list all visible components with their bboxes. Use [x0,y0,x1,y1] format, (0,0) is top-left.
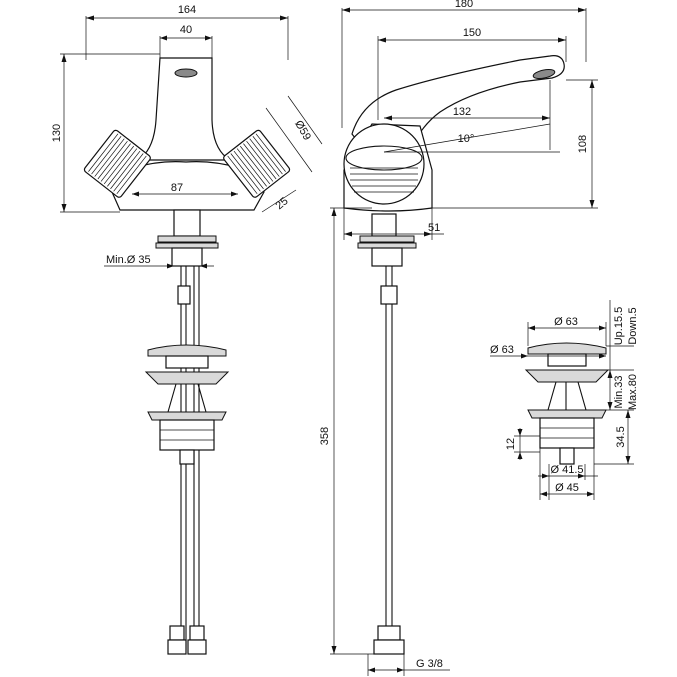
side-shank [371,213,397,237]
left-handle [83,129,151,198]
dim-51: 51 [428,222,440,234]
nut [171,247,203,267]
dim-down: Down.5 [627,307,639,344]
dim-41-5: Ø 41.5 [550,464,583,476]
dim-45: Ø 45 [555,482,579,494]
dim-132: 132 [453,106,471,118]
dim-min35: Min.Ø 35 [106,254,151,266]
dim-min33: Min.33 [613,375,625,408]
dim-g38: G 3/8 [416,658,443,670]
dim-87: 87 [171,182,183,194]
dim-164: 164 [178,4,196,16]
dim-up: Up.15.5 [613,307,625,346]
dim-108: 108 [577,135,589,153]
side-dimensions: 180 150 132 10° 108 51 358 [319,0,598,676]
dim-max80: Max.80 [627,374,639,410]
side-connector [377,625,401,641]
waste-dimensions: Ø 63 Ø 63 Up.15.5 Down.5 Min.33 Max.80 3… [490,300,639,500]
shank [173,209,201,237]
aerator-side [532,68,556,80]
dim-12: 12 [505,438,517,450]
connector-left [169,625,185,641]
dim-59: Ø59 [292,118,313,142]
detail-body [539,417,595,449]
detail-flange [524,369,610,383]
hose-fitting [177,285,191,305]
side-view [343,55,565,655]
dim-130: 130 [51,124,63,142]
dim-cap-63: Ø 63 [554,316,578,328]
handle-disk [343,123,425,205]
waste-detail [524,342,610,465]
washer [157,235,217,243]
dim-358: 358 [319,427,331,445]
waste-flange [144,371,230,385]
detail-cap [527,342,607,355]
aerator [174,68,198,78]
right-handle [223,129,291,198]
dim-180: 180 [455,0,473,10]
dim-25: 25 [274,195,291,212]
front-view [83,57,291,655]
dim-150: 150 [463,27,481,39]
waste-cap [147,344,227,357]
dim-34-5: 34.5 [615,426,627,447]
waste-body [159,419,215,451]
connector-right [189,625,205,641]
dim-flange-63: Ø 63 [490,344,514,356]
plate [155,242,219,249]
dim-angle: 10° [458,133,475,145]
dim-40: 40 [180,24,192,36]
